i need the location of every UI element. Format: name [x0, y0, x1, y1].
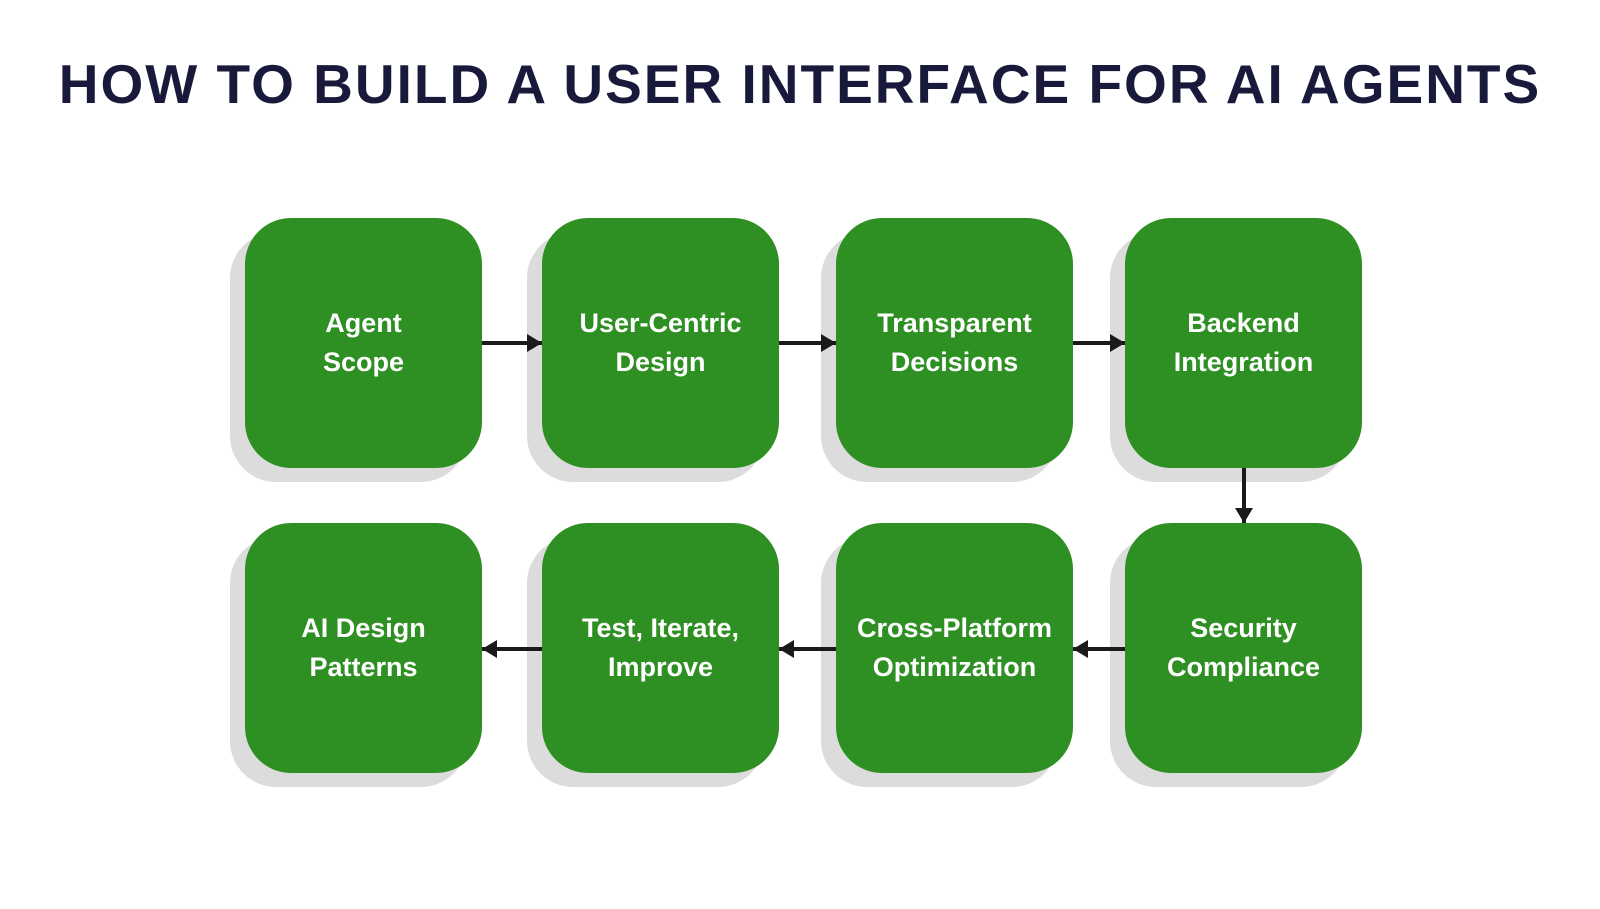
step-label: Test, Iterate, Improve — [581, 612, 740, 682]
arrow-down-icon — [1242, 468, 1246, 523]
arrow-left-icon — [482, 647, 542, 651]
step-label: Backend Integration — [1173, 307, 1314, 377]
step-box-cross-platform-optimization: Cross-Platform Optimization — [836, 523, 1073, 773]
arrow-left-icon — [1073, 647, 1125, 651]
arrow-right-icon — [779, 341, 836, 345]
step-label: Transparent Decisions — [877, 307, 1032, 377]
step-box-transparent-decisions: Transparent Decisions — [836, 218, 1073, 468]
arrow-right-icon — [482, 341, 542, 345]
step-box-user-centric-design: User-Centric Design — [542, 218, 779, 468]
step-box-security-compliance: Security Compliance — [1125, 523, 1362, 773]
arrow-left-icon — [779, 647, 836, 651]
step-label: User-Centric Design — [579, 307, 742, 377]
step-box-agent-scope: Agent Scope — [245, 218, 482, 468]
step-box-ai-design-patterns: AI Design Patterns — [245, 523, 482, 773]
step-label: Security Compliance — [1166, 612, 1321, 682]
step-label: AI Design Patterns — [301, 612, 426, 682]
step-label: Cross-Platform Optimization — [856, 612, 1053, 682]
step-box-backend-integration: Backend Integration — [1125, 218, 1362, 468]
page-title: HOW TO BUILD A USER INTERFACE FOR AI AGE… — [58, 53, 1542, 115]
step-label: Agent Scope — [322, 307, 405, 377]
step-box-test-iterate-improve: Test, Iterate, Improve — [542, 523, 779, 773]
arrow-right-icon — [1073, 341, 1125, 345]
